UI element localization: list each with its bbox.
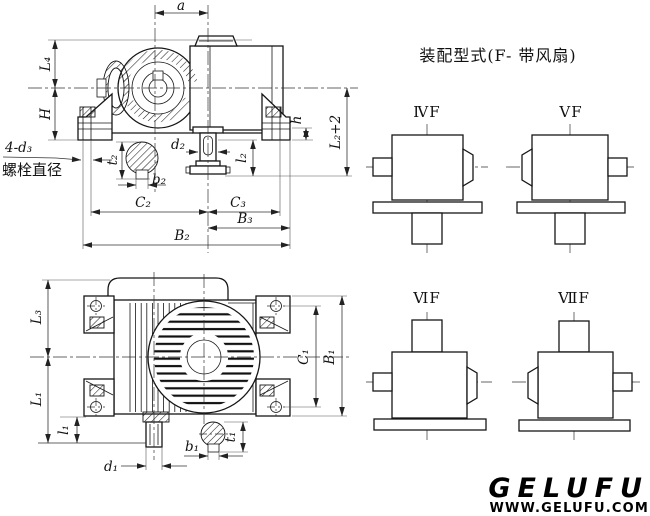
input-keyway <box>135 169 149 180</box>
fan-grille <box>154 307 255 407</box>
variant-label-IVF: ⅣF <box>413 103 440 121</box>
assembly-variant-VF: ⅤF <box>506 103 634 253</box>
dim-label-bolt-callout: 4-d₃ <box>4 140 32 156</box>
input-shaft-section <box>125 141 159 175</box>
variant-label-VF: ⅤF <box>558 103 582 121</box>
fan-cap <box>527 365 539 406</box>
dim-label-b1: b₁ <box>185 439 199 455</box>
variant-label-VIIF: ⅦF <box>557 289 590 307</box>
section-hatch-top <box>118 49 198 84</box>
right-bolt <box>265 106 282 118</box>
dim-label-d1: d₁ <box>104 459 118 475</box>
dim-label-L3: L₃ <box>29 310 45 325</box>
dim-label-C2: C₂ <box>135 195 151 211</box>
dim-label-t1: t₁ <box>223 432 239 443</box>
section-hatch-bottom <box>124 97 192 123</box>
dim-label-L1: L₁ <box>29 392 45 407</box>
dim-label-C1: C₁ <box>296 349 312 365</box>
shaft-collar <box>142 411 170 423</box>
left-bolt <box>79 106 96 118</box>
dim-label-bolt-note: 螺栓直径 <box>2 161 62 179</box>
bore-keyway <box>152 70 164 81</box>
assembly-panel: 装配型式(F- 带风扇) ⅣF ⅤF ⅥF <box>366 46 640 440</box>
base-flange <box>518 419 631 432</box>
output-shaft-down <box>554 212 586 245</box>
dim-label-L4: L₄ <box>38 57 54 72</box>
brand-logo: GELUFU <box>488 473 649 504</box>
assembly-variant-VIF: ⅥF <box>366 289 492 440</box>
fan-cap <box>521 147 533 188</box>
dim-label-t2: t₂ <box>105 155 121 166</box>
brand-website: WWW.GELUFU.COM <box>489 501 649 516</box>
input-shaft-stub <box>372 372 393 392</box>
assembly-variant-IVF: ⅣF <box>366 103 488 253</box>
hole-centermarks <box>87 297 285 435</box>
dim-label-l1: l₁ <box>56 425 72 435</box>
dim-label-d2: d₂ <box>171 137 185 153</box>
input-shaft-stub <box>607 157 628 177</box>
dim-label-B3: B₃ <box>236 211 252 227</box>
corner-flanges <box>83 295 291 417</box>
assembly-variant-VIIF: ⅦF <box>512 289 640 440</box>
dim-label-l2: l₂ <box>234 153 250 163</box>
dim-label-L2p2: L₂+2 <box>328 115 344 150</box>
dim-label-b2: b₂ <box>152 172 166 188</box>
dim-label-C3: C₃ <box>230 195 246 211</box>
output-shaft-up <box>411 319 443 353</box>
input-shaft-stub <box>612 372 633 392</box>
base-flange <box>373 418 487 431</box>
dim-label-H: H <box>38 108 54 121</box>
assembly-panel-title: 装配型式(F- 带风扇) <box>419 46 576 65</box>
fan-top-view-drawing: L₃ L₁ l₁ d₁ b₁ t₁ C₁ B₁ <box>29 272 352 475</box>
dim-label-B2: B₂ <box>173 228 189 244</box>
front-view-drawing: a L₄ H 4-d₃ 螺栓直径 t₂ b₂ d₂ l₂ h L₂+2 C₂ C… <box>2 0 358 253</box>
fan-cap <box>462 147 474 188</box>
base-flange <box>372 201 483 214</box>
dim-label-B1: B₁ <box>322 349 338 365</box>
fan-cap <box>466 365 478 406</box>
dim-label-h: h <box>289 116 305 125</box>
brand-block: GELUFU WWW.GELUFU.COM <box>488 473 649 516</box>
output-shaft-down <box>411 212 443 245</box>
output-shaft-up <box>558 320 590 353</box>
dim-label-a: a <box>177 0 185 14</box>
input-shaft-stub <box>372 157 393 177</box>
keyway-b1 <box>207 443 220 453</box>
base-flange <box>516 201 626 214</box>
variant-label-VIF: ⅥF <box>412 289 441 307</box>
